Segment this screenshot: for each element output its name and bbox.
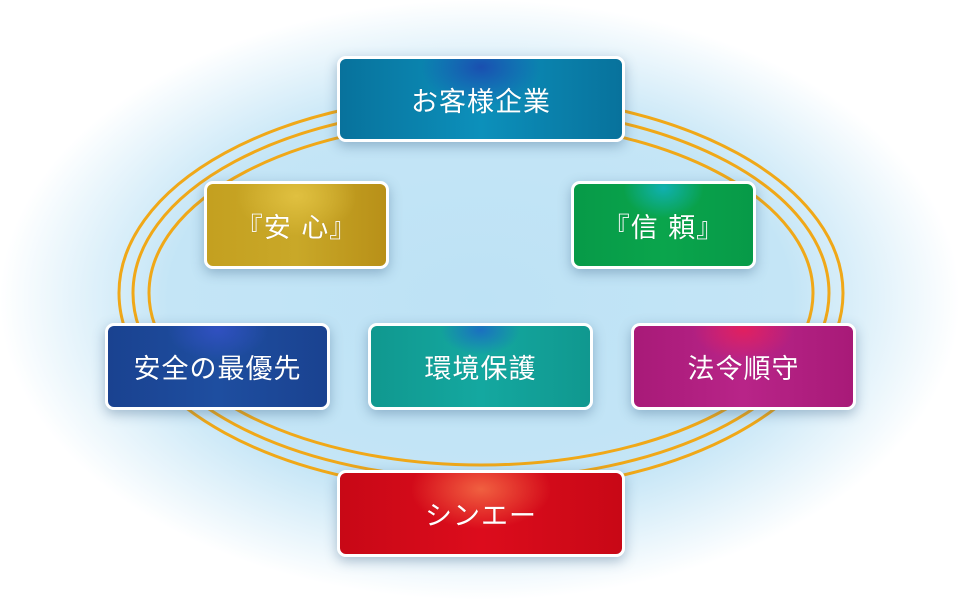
node-compliance: 法令順守	[631, 323, 856, 410]
node-label: 環境保護	[424, 354, 537, 385]
node-shinei: シンエー	[337, 470, 625, 557]
node-customer: お客様企業	[337, 56, 625, 142]
node-label: シンエー	[425, 501, 537, 532]
node-safety: 安全の最優先	[105, 323, 330, 410]
node-label: お客様企業	[411, 86, 551, 118]
node-anshin: 『安 心』	[204, 181, 389, 269]
node-environment: 環境保護	[368, 323, 593, 410]
node-label: 『信 頼』	[602, 212, 725, 244]
node-label: 安全の最優先	[133, 354, 302, 385]
node-shinrai: 『信 頼』	[571, 181, 756, 269]
node-label: 法令順守	[687, 354, 800, 385]
node-label: 『安 心』	[235, 212, 358, 244]
